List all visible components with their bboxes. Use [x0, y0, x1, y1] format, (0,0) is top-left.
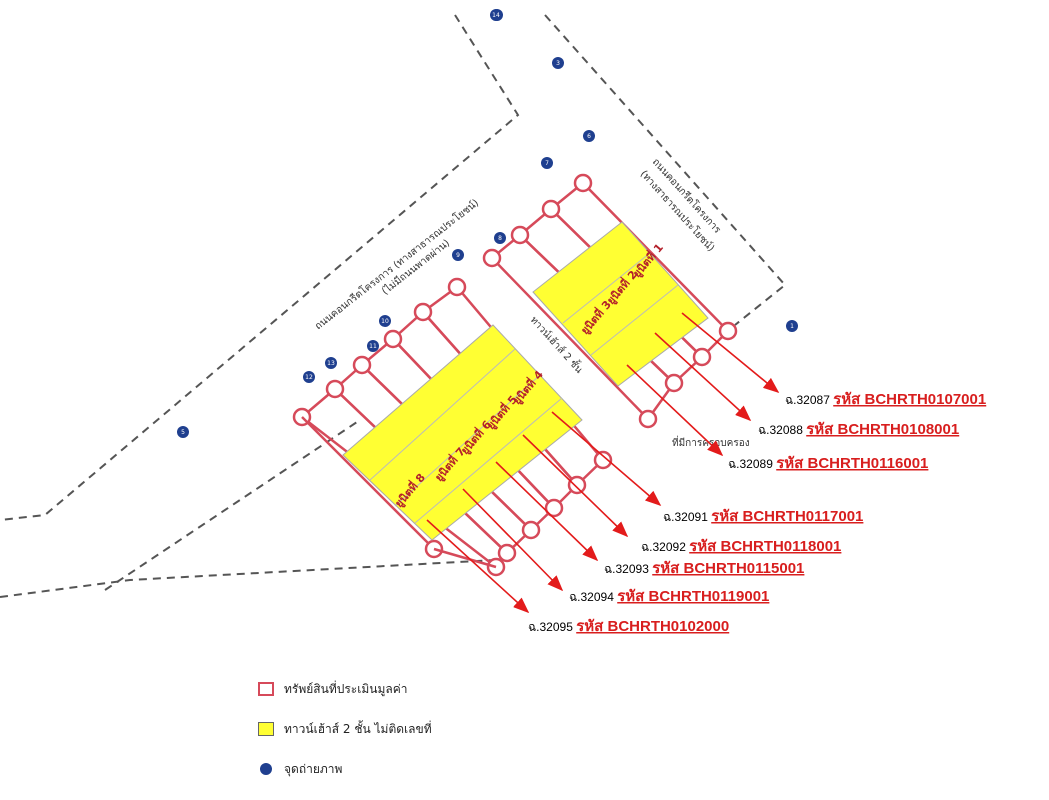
- parcel-code: รหัส BCHRTH0108001: [806, 421, 959, 438]
- photo-point-label: 12: [305, 374, 313, 381]
- appraised-swatch: [258, 682, 274, 696]
- parcel-code: รหัส BCHRTH0119001: [617, 588, 769, 605]
- boundary-marker: [325, 379, 345, 399]
- legend-item-townhouse: ทาวน์เฮ้าส์ 2 ชั้น ไม่ติดเลขที่: [258, 716, 432, 742]
- boundary-marker: [718, 321, 738, 341]
- photo-point-icon: 1: [786, 320, 798, 332]
- legend-label: จุดถ่ายภาพ: [284, 761, 343, 776]
- parcel-labels: ฉ.32087 รหัส BCHRTH0107001 ฉ.32088 รหัส B…: [528, 391, 986, 635]
- parcel-code: รหัส BCHRTH0118001: [689, 538, 841, 555]
- parcel-code: รหัส BCHRTH0102000: [576, 618, 729, 635]
- boundary-marker: [541, 199, 561, 219]
- parcel-label: ฉ.32095 รหัส BCHRTH0102000: [528, 618, 729, 635]
- parcel-group-left: [292, 277, 613, 577]
- parcel-arrow: [426, 519, 530, 614]
- parcel-outline: [433, 547, 497, 569]
- deed-number: ฉ.32092: [641, 540, 689, 554]
- parcel-arrows: [426, 312, 780, 614]
- legend-label: ทรัพย์สินที่ประเมินมูลค่า: [284, 681, 408, 696]
- photo-point-label: 1: [790, 323, 794, 330]
- boundary-marker: [497, 543, 517, 563]
- boundary-marker: [510, 225, 530, 245]
- photo-point-label: 13: [327, 360, 335, 367]
- photo-point-label: 3: [556, 60, 560, 67]
- townhouse-swatch: [258, 722, 274, 736]
- parcel-label: ฉ.32094 รหัส BCHRTH0119001: [569, 588, 769, 605]
- photo-point-icon: 3: [552, 57, 564, 69]
- parcel-arrow: [551, 411, 662, 507]
- parcel-arrow: [495, 461, 599, 562]
- boundary-marker: [638, 409, 658, 429]
- boundary-marker: [593, 450, 613, 470]
- parcel-outline: [301, 416, 435, 550]
- photo-point-icon: 14: [490, 9, 502, 21]
- photo-point-icon: 13: [325, 357, 337, 369]
- photo-point-icon: 7: [541, 157, 553, 169]
- parcel-code: รหัส BCHRTH0115001: [652, 560, 804, 577]
- photo-point-icon: 12: [303, 371, 315, 383]
- parcel-code: รหัส BCHRTH0117001: [711, 508, 863, 525]
- parcel-code: รหัส BCHRTH0107001: [833, 391, 986, 408]
- legend-item-photo: จุดถ่ายภาพ: [258, 756, 432, 782]
- townhouse-block-left: [342, 324, 583, 541]
- boundary-marker: [352, 355, 372, 375]
- deed-number: ฉ.32095: [528, 620, 576, 634]
- boundary-marker: [413, 302, 433, 322]
- boundary-marker: [567, 475, 587, 495]
- deed-number: ฉ.32091: [663, 510, 711, 524]
- boundary-marker: [692, 347, 712, 367]
- deed-number: ฉ.32094: [569, 590, 617, 604]
- camera-point-icon: [258, 762, 274, 776]
- photo-point-label: 9: [456, 252, 460, 259]
- parcel-label: ฉ.32089 รหัส BCHRTH0116001: [728, 455, 928, 472]
- parcel-arrow: [654, 332, 752, 422]
- photo-point-icon: 9: [452, 249, 464, 261]
- photo-point-label: 5: [181, 429, 185, 436]
- photo-point-icon: 11: [367, 340, 379, 352]
- parcel-label: ฉ.32088 รหัส BCHRTH0108001: [758, 421, 959, 438]
- parcel-label: ฉ.32093 รหัส BCHRTH0115001: [604, 560, 804, 577]
- deed-number: ฉ.32088: [758, 423, 806, 437]
- parcel-code: รหัส BCHRTH0116001: [776, 455, 928, 472]
- boundary-marker: [664, 373, 684, 393]
- parcel-arrow: [626, 364, 724, 457]
- photo-points: 134567891011121314: [177, 9, 798, 438]
- photo-point-icon: 8: [494, 232, 506, 244]
- legend-item-appraised: ทรัพย์สินที่ประเมินมูลค่า: [258, 676, 432, 702]
- unit-dividers: [369, 252, 679, 524]
- boundary-marker: [544, 498, 564, 518]
- deed-number: ฉ.32087: [785, 393, 833, 407]
- photo-point-label: 8: [498, 235, 502, 242]
- parcel-label: ฉ.32091 รหัส BCHRTH0117001: [663, 508, 863, 525]
- photo-point-label: 10: [381, 318, 389, 325]
- photo-point-icon: 10: [379, 315, 391, 327]
- deed-number: ฉ.32093: [604, 562, 652, 576]
- parcel-label: ฉ.32092 รหัส BCHRTH0118001: [641, 538, 841, 555]
- boundary-marker: [383, 329, 403, 349]
- parcel-arrow: [462, 488, 564, 592]
- photo-point-label: 14: [492, 12, 500, 19]
- boundary-marker: [521, 520, 541, 540]
- townhouse-block-right: [532, 221, 709, 387]
- parcel-group-right: [482, 173, 738, 429]
- legend-label: ทาวน์เฮ้าส์ 2 ชั้น ไม่ติดเลขที่: [284, 721, 432, 736]
- parcel-arrow: [681, 312, 780, 394]
- photo-point-icon: 5: [177, 426, 189, 438]
- boundary-marker: [482, 248, 502, 268]
- parcel-arrow: [522, 434, 629, 538]
- legend: ทรัพย์สินที่ประเมินมูลค่า ทาวน์เฮ้าส์ 2 …: [258, 676, 432, 782]
- photo-point-label: 7: [545, 160, 549, 167]
- photo-point-label: 6: [587, 133, 591, 140]
- road-label-right: ที่มีการครอบครอง: [672, 435, 750, 449]
- deed-number: ฉ.32089: [728, 457, 776, 471]
- boundary-marker: [447, 277, 467, 297]
- photo-point-icon: 6: [583, 130, 595, 142]
- photo-point-label: 11: [369, 343, 377, 350]
- road-boundaries: [0, 14, 787, 598]
- parcel-label: ฉ.32087 รหัส BCHRTH0107001: [785, 391, 986, 408]
- boundary-marker: [573, 173, 593, 193]
- road-label-left-1: ถนนคอนกรีตโครงการ (ทางสาธารณประโยชน์): [312, 196, 481, 332]
